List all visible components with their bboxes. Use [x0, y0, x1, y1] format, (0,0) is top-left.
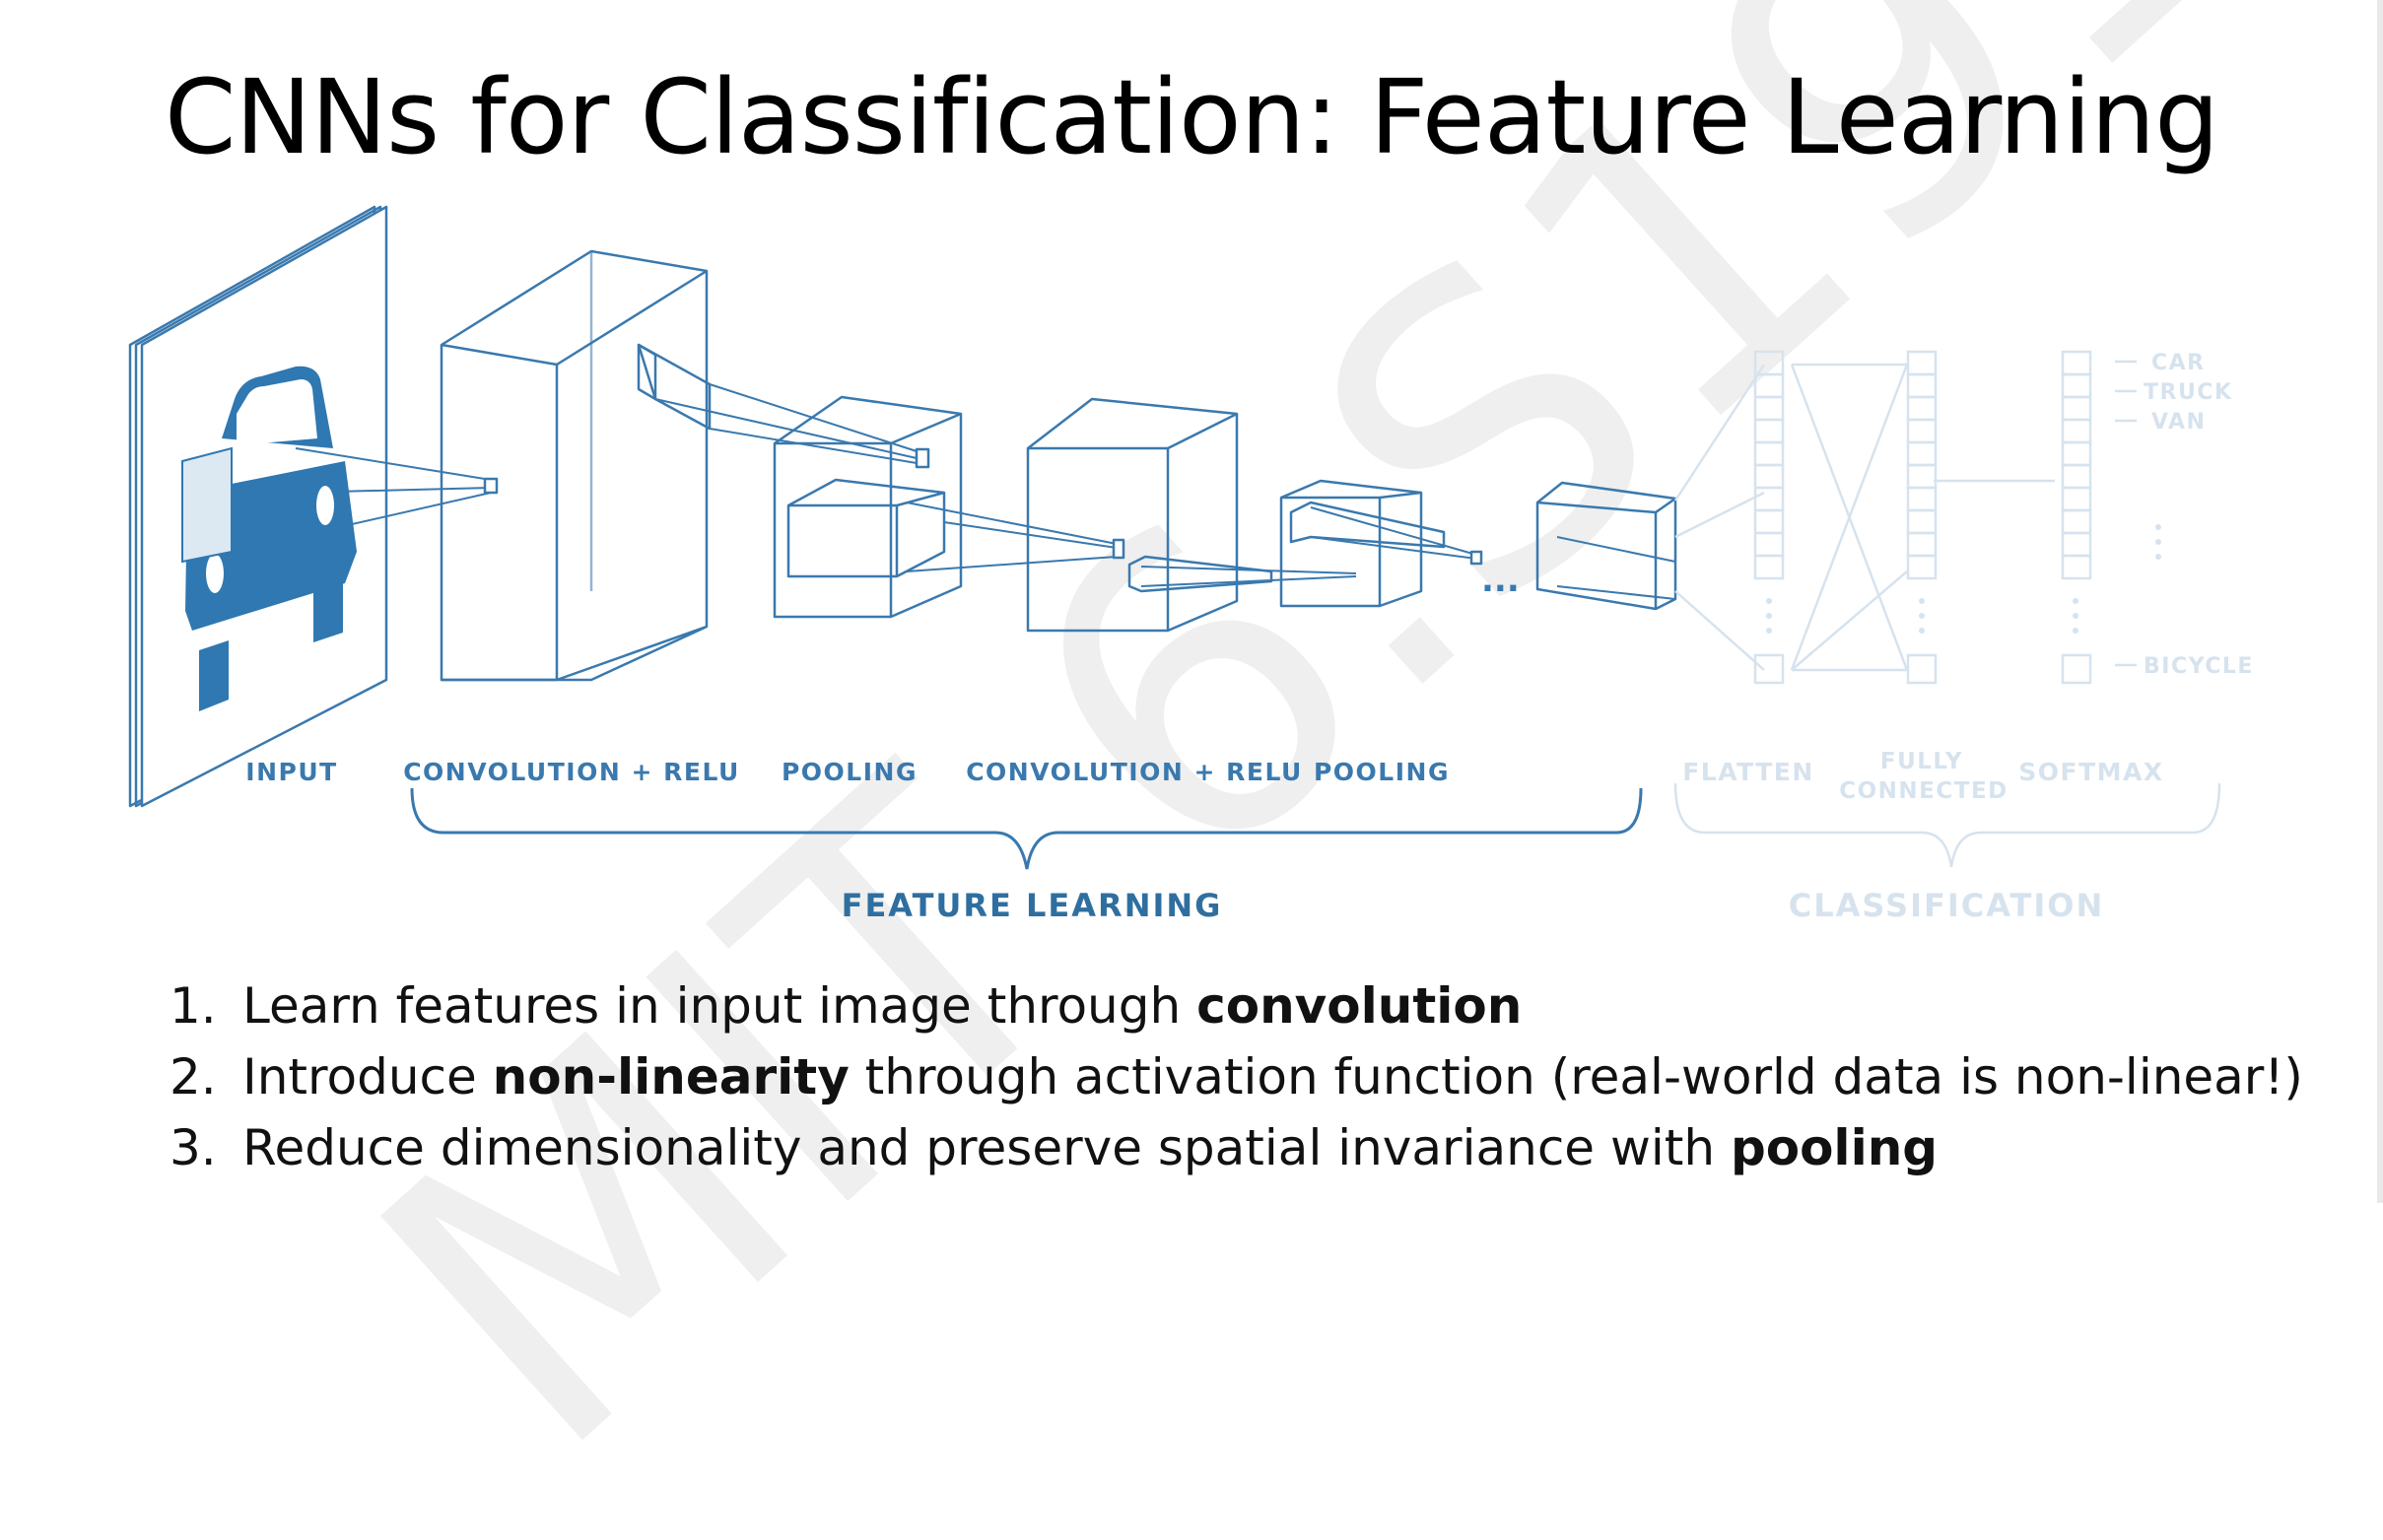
conv2-volume [1026, 397, 1273, 633]
fully-connected-neuron [1906, 463, 1938, 490]
class-truck: TRUCK [2144, 380, 2233, 405]
label-flatten: FLATTEN [1682, 758, 1814, 786]
fully-connected-neuron [1906, 395, 1938, 422]
point-text: Reduce dimensionality and preserve spati… [242, 1119, 1731, 1176]
conv1-volume [440, 249, 709, 682]
softmax-neuron [2061, 440, 2092, 467]
point-number: 3. [170, 1119, 217, 1176]
flatten-neuron [1753, 508, 1785, 535]
flatten-neuron [1753, 554, 1785, 580]
point-1: 1.Learn features in input image through … [170, 971, 2303, 1041]
point-2: 2. Introduce non-linearity through activa… [170, 1041, 2303, 1112]
softmax-neuron [2061, 463, 2092, 490]
label-conv2: CONVOLUTION + RELU [966, 758, 1303, 786]
fully-connected-neuron [1906, 440, 1938, 467]
label-feature-learning: FEATURE LEARNING [842, 887, 1223, 924]
class-bicycle: BICYCLE [2144, 654, 2254, 679]
slide-edge [2377, 0, 2383, 1203]
label-softmax: SOFTMAX [2018, 758, 2163, 786]
pool1-volume [773, 395, 963, 619]
point-keyword: pooling [1730, 1119, 1939, 1176]
point-number: 2. [170, 1048, 217, 1105]
fully-connected-neuron [1906, 653, 1938, 685]
softmax-neuron [2061, 418, 2092, 444]
class-van: VAN [2151, 410, 2206, 435]
point-text-tail: through activation function (real-world … [849, 1048, 2303, 1105]
stage-ellipsis: ... [1481, 561, 1520, 600]
fully-connected-neuron [1906, 508, 1938, 535]
point-text: Learn features in input image through [242, 977, 1197, 1035]
fully-connected-neuron [1906, 531, 1938, 558]
classification-dots [1766, 524, 2161, 634]
feature-volume-final [1535, 481, 1677, 611]
softmax-neuron [2061, 531, 2092, 558]
flatten-neuron [1753, 372, 1785, 399]
feature-learning-brace [410, 787, 1643, 870]
softmax-neuron [2061, 486, 2092, 512]
fully-connected-neuron [1906, 372, 1938, 399]
receptive-field-lines [295, 383, 1676, 600]
softmax-neuron [2061, 350, 2092, 376]
softmax-neuron [2061, 395, 2092, 422]
flatten-neuron [1753, 418, 1785, 444]
softmax-neuron [2061, 554, 2092, 580]
flatten-neuron [1753, 395, 1785, 422]
flatten-neuron [1753, 440, 1785, 467]
label-pool2: POOLING [1314, 758, 1450, 786]
flatten-neuron [1753, 531, 1785, 558]
label-fc-line1: FULLY [1880, 749, 1963, 774]
key-points-list: 1.Learn features in input image through … [170, 971, 2303, 1183]
label-input: INPUT [245, 758, 337, 786]
flatten-neuron [1753, 653, 1785, 685]
label-fc-line2: CONNECTED [1839, 778, 2009, 804]
flatten-neuron [1753, 463, 1785, 490]
flatten-neuron [1753, 486, 1785, 512]
car-icon [181, 366, 357, 711]
label-classification: CLASSIFICATION [1789, 887, 2104, 924]
label-conv1: CONVOLUTION + RELU [403, 758, 740, 786]
class-car: CAR [2151, 351, 2206, 375]
softmax-neuron [2061, 653, 2092, 685]
pool2-volume [1279, 479, 1446, 608]
classification-stage [1673, 350, 2221, 868]
softmax-neuron [2061, 508, 2092, 535]
slide-title: CNNs for Classification: Feature Learnin… [164, 57, 2219, 177]
fully-connected-neuron [1906, 418, 1938, 444]
point-number: 1. [170, 977, 217, 1035]
cnn-diagram: ... INPUT CONVOLUTION + RELU POOLING CON… [128, 205, 2254, 924]
point-keyword: non-linearity [492, 1048, 850, 1105]
fully-connected-neuron [1906, 486, 1938, 512]
point-text: Introduce [242, 1048, 493, 1105]
fully-connected-neuron [1906, 350, 1938, 376]
label-pool1: POOLING [782, 758, 918, 786]
fully-connected-neuron [1906, 554, 1938, 580]
softmax-neuron [2061, 372, 2092, 399]
point-3: 3. Reduce dimensionality and preserve spa… [170, 1112, 2303, 1183]
point-keyword: convolution [1196, 977, 1523, 1035]
